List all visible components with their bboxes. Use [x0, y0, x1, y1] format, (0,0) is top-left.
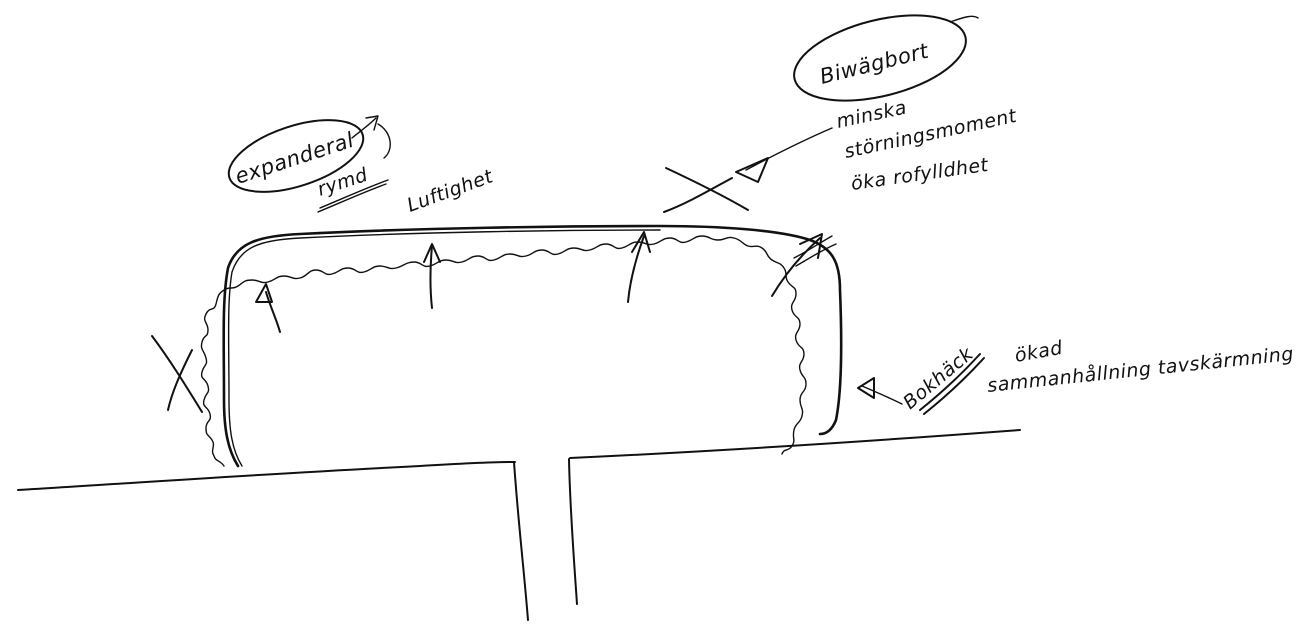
ground-line-right	[570, 430, 1020, 458]
x-mark-left	[152, 336, 202, 412]
bubble-biwagbort-text: Biwägbort	[817, 39, 931, 89]
label-luftighet: Luftighet	[404, 165, 497, 217]
bokhack-arrow	[858, 378, 902, 404]
hedge-body-outline	[224, 226, 842, 466]
growth-arrow-2	[424, 244, 440, 308]
hedge-foliage-edge	[201, 236, 806, 466]
ground-line-left	[18, 462, 515, 490]
label-okad: ökad	[1013, 337, 1065, 367]
x-mark-top-right	[664, 168, 748, 212]
hedge-body-outline-2	[229, 230, 660, 466]
label-rymd: rymd	[315, 164, 371, 201]
note-oka-rofylldhet: öka rofylldhet	[850, 154, 991, 195]
bubble-biwagbort-tail	[950, 16, 978, 22]
notes-arrow	[736, 128, 832, 182]
note-minska: minska	[834, 97, 908, 133]
path-edge-right	[569, 459, 577, 604]
path-edge-left	[514, 462, 528, 620]
growth-arrow-1	[256, 284, 280, 332]
